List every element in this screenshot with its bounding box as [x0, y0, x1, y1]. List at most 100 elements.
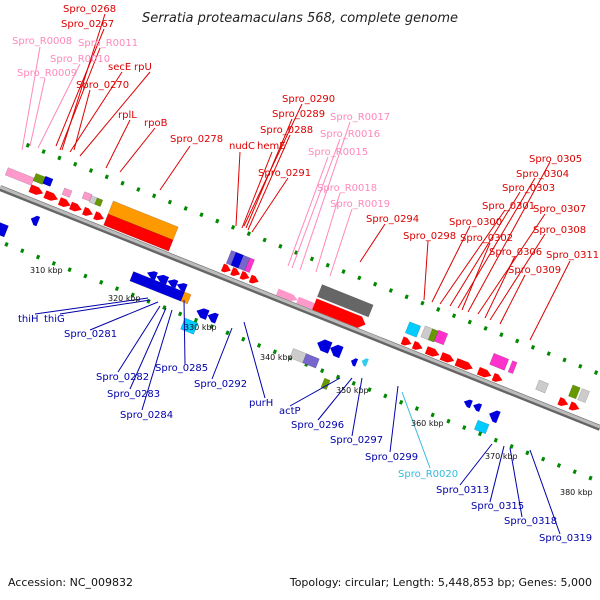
- gene-label[interactable]: Spro_R0010: [50, 54, 110, 65]
- gene-label[interactable]: Spro_0302: [460, 233, 513, 244]
- tick-mark: [467, 319, 472, 325]
- gene-label[interactable]: Spro_0268: [63, 4, 116, 15]
- gene-label[interactable]: Spro_0304: [516, 169, 569, 180]
- gene-label[interactable]: rplL: [118, 110, 137, 121]
- gene-label[interactable]: hemE: [257, 141, 286, 152]
- tick-mark: [430, 412, 435, 418]
- gene-label[interactable]: Spro_R0017: [330, 112, 390, 123]
- gene-label[interactable]: purH: [249, 398, 273, 409]
- forward-gene-arrow: [28, 184, 44, 195]
- gene-label[interactable]: thiH: [18, 314, 39, 325]
- gene-label[interactable]: Spro_0285: [155, 363, 208, 374]
- gene-label[interactable]: Spro_0278: [170, 134, 223, 145]
- gene-label[interactable]: Spro_R0019: [330, 199, 390, 210]
- tick-mark: [477, 431, 483, 437]
- forward-gene-arrow: [400, 336, 412, 346]
- reverse-gene-arrow: [489, 410, 501, 424]
- gene-label[interactable]: Spro_0297: [330, 435, 383, 446]
- gene-label[interactable]: Spro_0299: [365, 452, 418, 463]
- forward-gene-arrow: [248, 274, 259, 284]
- gene-label[interactable]: Spro_0300: [449, 217, 502, 228]
- reverse-gene-arrow-shape: [473, 403, 483, 412]
- gene-label[interactable]: Spro_0283: [107, 389, 160, 400]
- gene-label[interactable]: rpU: [134, 62, 152, 73]
- gene-label[interactable]: Spro_0306: [489, 247, 542, 258]
- accession-text: Accession: NC_009832: [8, 576, 133, 589]
- gene-label[interactable]: Spro_R0015: [308, 147, 368, 158]
- cds-feature: [577, 388, 590, 403]
- gene-label[interactable]: nudC: [229, 141, 255, 152]
- leader-line: [351, 377, 363, 437]
- gene-label[interactable]: Spro_0289: [272, 109, 325, 120]
- gene-label[interactable]: Spro_0267: [61, 19, 114, 30]
- tick-mark: [372, 281, 378, 287]
- gene-label[interactable]: Spro_R0008: [12, 36, 72, 47]
- gene-label[interactable]: thiG: [44, 314, 65, 325]
- cds-feature-shape: [404, 321, 422, 338]
- gene-label[interactable]: actP: [279, 406, 301, 417]
- cds-feature-shape: [103, 213, 174, 252]
- gene-label[interactable]: Spro_0298: [403, 231, 456, 242]
- gene-label[interactable]: Spro_0303: [502, 183, 555, 194]
- cds-feature-shape: [230, 251, 244, 269]
- forward-gene-arrow-shape: [239, 270, 250, 280]
- tick-mark: [183, 206, 188, 211]
- forward-gene-arrow-shape: [557, 397, 569, 406]
- tick-marks: [4, 142, 599, 481]
- gene-label[interactable]: Spro_0296: [291, 420, 344, 431]
- tick-mark: [541, 456, 546, 462]
- gene-label[interactable]: Spro_0284: [120, 410, 173, 421]
- gene-label[interactable]: Spro_0318: [504, 516, 557, 527]
- gene-label[interactable]: Spro_0319: [539, 533, 592, 544]
- leader-line: [69, 71, 123, 153]
- reverse-gene-arrow: [176, 283, 188, 292]
- gene-label[interactable]: Spro_0290: [282, 94, 335, 105]
- gene-label[interactable]: Spro_0294: [366, 214, 419, 225]
- tick-mark: [593, 370, 599, 375]
- gene-label[interactable]: Spro_R0009: [17, 68, 77, 79]
- tick-mark: [530, 344, 536, 350]
- cds-feature: [0, 221, 9, 238]
- gene-label[interactable]: Spro_0315: [471, 501, 524, 512]
- gene-label[interactable]: Spro_0309: [508, 265, 561, 276]
- tick-mark: [41, 149, 46, 155]
- cds-feature-shape: [0, 221, 9, 238]
- reverse-gene-arrow: [317, 339, 333, 354]
- gene-label[interactable]: Spro_0307: [533, 204, 586, 215]
- reverse-gene-arrow-shape: [196, 308, 210, 320]
- leader-line: [489, 233, 546, 321]
- gene-label[interactable]: Spro_0308: [533, 225, 586, 236]
- gene-label[interactable]: Spro_0288: [260, 125, 313, 136]
- gene-label[interactable]: rpoB: [144, 118, 168, 129]
- reverse-gene-arrow-shape: [350, 358, 359, 367]
- forward-gene-arrow: [57, 197, 71, 207]
- tick-mark: [25, 142, 30, 148]
- reverse-gene-arrow: [350, 358, 359, 367]
- leader-line: [461, 242, 491, 311]
- rna-arrow: [296, 296, 319, 310]
- gene-label[interactable]: Spro_0281: [64, 329, 117, 340]
- gene-label[interactable]: Spro_R0011: [78, 38, 138, 49]
- forward-gene-arrow-shape: [400, 336, 412, 346]
- gene-label[interactable]: Spro_0313: [436, 485, 489, 496]
- forward-gene-arrow-shape: [82, 206, 93, 216]
- gene-label[interactable]: Spro_R0016: [320, 129, 380, 140]
- gene-label[interactable]: Spro_0305: [529, 154, 582, 165]
- gene-label[interactable]: Spro_0311: [546, 250, 599, 261]
- tick-mark: [272, 349, 277, 355]
- gene-label[interactable]: Spro_R0018: [317, 183, 377, 194]
- leader-line: [423, 240, 429, 301]
- gene-label[interactable]: Spro_0282: [96, 372, 149, 383]
- cds-feature-shape: [42, 175, 54, 187]
- gene-label[interactable]: Spro_0291: [258, 168, 311, 179]
- gene-label[interactable]: Spro_0301: [482, 201, 535, 212]
- gene-label[interactable]: Spro_0270: [76, 80, 129, 91]
- gene-label[interactable]: Spro_R0020: [398, 469, 458, 480]
- forward-gene-arrow-shape: [439, 352, 455, 363]
- gene-label[interactable]: secE: [108, 62, 131, 73]
- forward-gene-arrow: [476, 366, 492, 378]
- forward-gene-arrow-shape: [424, 346, 440, 357]
- gene-label[interactable]: Spro_0292: [194, 379, 247, 390]
- tick-mark: [294, 250, 299, 256]
